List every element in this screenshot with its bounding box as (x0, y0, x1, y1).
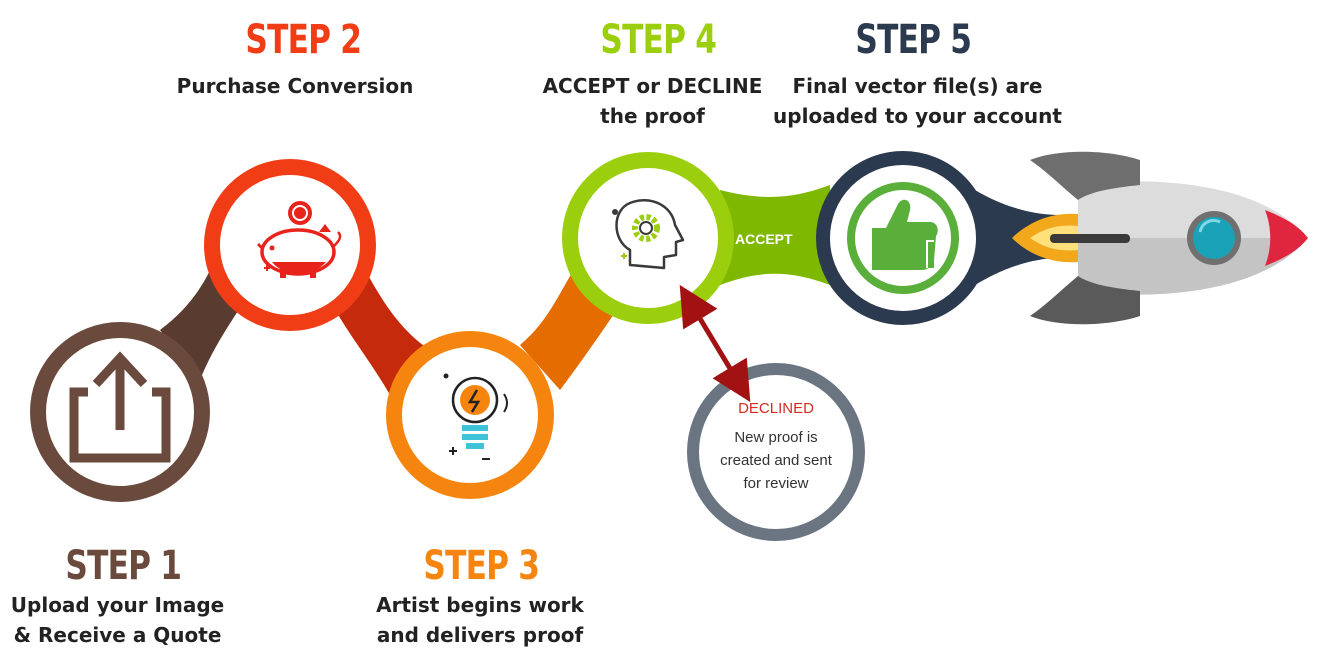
step-4-description: ACCEPT or DECLINE the proof (530, 71, 775, 131)
step-3-description: Artist begins work and delivers proof (365, 590, 595, 650)
step-5-title: STEP 5 (855, 17, 972, 63)
lightbulb-icon (443, 373, 508, 460)
step-3-desc-line1: Artist begins work (376, 593, 584, 617)
upload-icon (69, 351, 171, 463)
declined-circle (687, 363, 865, 541)
step-4-desc-line2: the proof (600, 104, 705, 128)
step-1-description: Upload your Image & Receive a Quote (0, 590, 235, 650)
decline-arrow (679, 284, 751, 403)
step-5-desc-line2: uploaded to your account (773, 104, 1062, 128)
step-5-description: Final vector file(s) are uploaded to you… (765, 71, 1070, 131)
step-3-title: STEP 3 (423, 543, 540, 589)
step-1-title: STEP 1 (65, 543, 182, 589)
declined-title: DECLINED (738, 400, 814, 417)
declined-line2: created and sent (720, 452, 832, 469)
thumbs-up-icon (847, 182, 959, 294)
step-2-circle (204, 159, 376, 331)
step-1-desc-line2: & Receive a Quote (13, 623, 222, 647)
step-1-desc-line1: Upload your Image (10, 593, 225, 617)
step-2-description: Purchase Conversion (170, 71, 420, 101)
step-4-title: STEP 4 (600, 17, 717, 63)
rocket-icon (1012, 151, 1308, 325)
step-5-desc-line1: Final vector file(s) are (792, 74, 1043, 98)
declined-line1: New proof is (734, 429, 818, 446)
accept-label: ACCEPT (735, 231, 793, 247)
head-gear-icon (612, 198, 685, 270)
connector-4-5 (720, 185, 830, 285)
declined-description: New proof is created and sent for review (701, 426, 851, 495)
step-2-title: STEP 2 (245, 17, 362, 63)
step-3-desc-line2: and delivers proof (376, 623, 584, 647)
step-2-desc-line1: Purchase Conversion (176, 74, 414, 98)
step-4-desc-line1: ACCEPT or DECLINE (542, 74, 763, 98)
step-3-circle (386, 331, 554, 499)
piggy-bank-icon (256, 201, 342, 278)
declined-line3: for review (743, 475, 809, 492)
